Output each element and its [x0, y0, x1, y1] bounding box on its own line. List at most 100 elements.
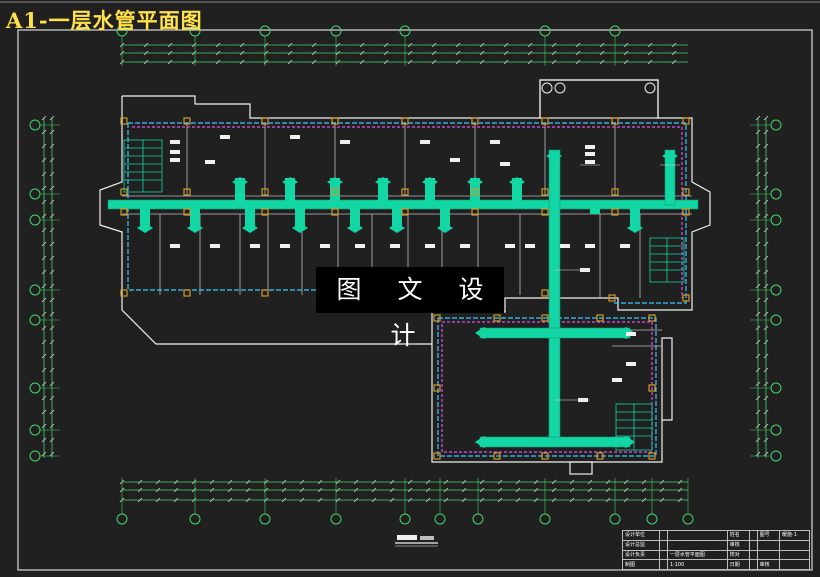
- axis-bubble-bottom: [259, 478, 271, 525]
- column: [611, 117, 619, 125]
- column: [433, 452, 441, 460]
- axis-bubbles: [29, 25, 782, 525]
- diffuser: [467, 177, 483, 187]
- title-block-cell: [749, 549, 758, 561]
- axis-bubble-top: [399, 25, 411, 66]
- column: [120, 289, 128, 297]
- plan-caption: [395, 535, 438, 547]
- diffuser: [475, 436, 493, 448]
- axis-bubble-bottom: [330, 478, 342, 525]
- title-block-cell: [756, 549, 781, 561]
- drawing-frame: [17, 29, 813, 571]
- axis-bubble-bottom: [189, 478, 201, 525]
- title-block-cell: [779, 539, 810, 551]
- column: [608, 294, 616, 302]
- column: [648, 314, 656, 322]
- title-block-cell: [779, 549, 810, 561]
- fixture-tag: [170, 244, 180, 248]
- building-outline: [99, 79, 711, 475]
- axis-bubble-right: [750, 450, 782, 462]
- title-block-cell: 制图: [621, 559, 661, 570]
- column: [596, 452, 604, 460]
- column: [493, 452, 501, 460]
- column: [331, 117, 339, 125]
- diffuser: [242, 223, 258, 233]
- air-diffusers: [137, 151, 678, 448]
- axis-bubble-bottom: [609, 478, 621, 525]
- axis-bubble-right: [750, 214, 782, 226]
- column: [471, 188, 479, 196]
- column: [433, 314, 441, 322]
- axis-bubble-bottom: [539, 478, 551, 525]
- fixture-tag: [585, 152, 595, 156]
- fixture-tag: [205, 160, 215, 164]
- rooftop-fans: [541, 82, 656, 94]
- column: [261, 117, 269, 125]
- title-block-row: 设计单位姓名图号暖施-1: [621, 530, 810, 541]
- stair-east: [649, 237, 685, 283]
- diffuser: [422, 177, 438, 187]
- fixture-tag: [170, 140, 180, 144]
- title-block-cell: [749, 559, 758, 570]
- title-block-cell: [749, 539, 758, 551]
- column: [541, 314, 549, 322]
- axis-bubble-bottom: [682, 478, 694, 525]
- fixture-tag: [500, 162, 510, 166]
- column: [261, 289, 269, 297]
- fixture-tag: [290, 135, 300, 139]
- title-block-cell: [659, 559, 668, 570]
- left-dimensions: [43, 118, 53, 458]
- title-block-row: 设计总监审核: [621, 539, 810, 551]
- title-block-cell: [666, 530, 728, 541]
- axis-bubble-left: [29, 284, 60, 296]
- diffuser: [662, 151, 678, 161]
- column: [541, 289, 549, 297]
- fixture-tag: [390, 244, 400, 248]
- title-block-cell: [659, 530, 668, 541]
- diffuser: [187, 223, 203, 233]
- column: [682, 188, 690, 196]
- column: [331, 188, 339, 196]
- fixture-tag: [220, 135, 230, 139]
- title-block-row: 设计负责一层水管平面图校对: [621, 549, 810, 561]
- title-block-cell: [749, 530, 758, 541]
- column: [611, 188, 619, 196]
- column: [541, 117, 549, 125]
- diffuser: [627, 223, 643, 233]
- axis-bubble-bottom: [646, 478, 658, 525]
- axis-bubble-bottom: [434, 478, 446, 525]
- drawing-title: A1-一层水管平面图: [6, 8, 203, 33]
- title-block-cell: [779, 559, 810, 570]
- axis-bubble-top: [609, 25, 621, 66]
- diffuser: [347, 223, 363, 233]
- title-block-cell: 设计单位: [621, 530, 661, 541]
- axis-bubble-left: [29, 424, 60, 436]
- diffuser: [617, 436, 635, 448]
- title-block-cell: [659, 549, 668, 561]
- diffuser: [437, 223, 453, 233]
- column: [648, 384, 656, 392]
- diffuser: [375, 177, 391, 187]
- column: [541, 188, 549, 196]
- stair-west: [123, 139, 163, 193]
- column: [401, 188, 409, 196]
- axis-bubble-top: [116, 25, 128, 66]
- column: [401, 117, 409, 125]
- fixture-tag: [525, 244, 535, 248]
- watermark: 图 文 设 计: [316, 267, 504, 350]
- column: [682, 208, 690, 216]
- title-block-cell: 审核: [726, 539, 751, 551]
- fixture-tag: [585, 244, 595, 248]
- fixture-tag: [560, 244, 570, 248]
- diffuser: [546, 151, 562, 161]
- title-block-cell: 暖施-1: [779, 530, 810, 541]
- dimension-ticks: [41, 42, 769, 503]
- fixture-tag: [490, 140, 500, 144]
- fixture-tag: [585, 145, 595, 149]
- fixture-tag: [626, 332, 636, 336]
- axis-bubble-bottom: [399, 478, 411, 525]
- title-block-cell: 审核: [756, 559, 781, 570]
- title-block-cell: [659, 539, 668, 551]
